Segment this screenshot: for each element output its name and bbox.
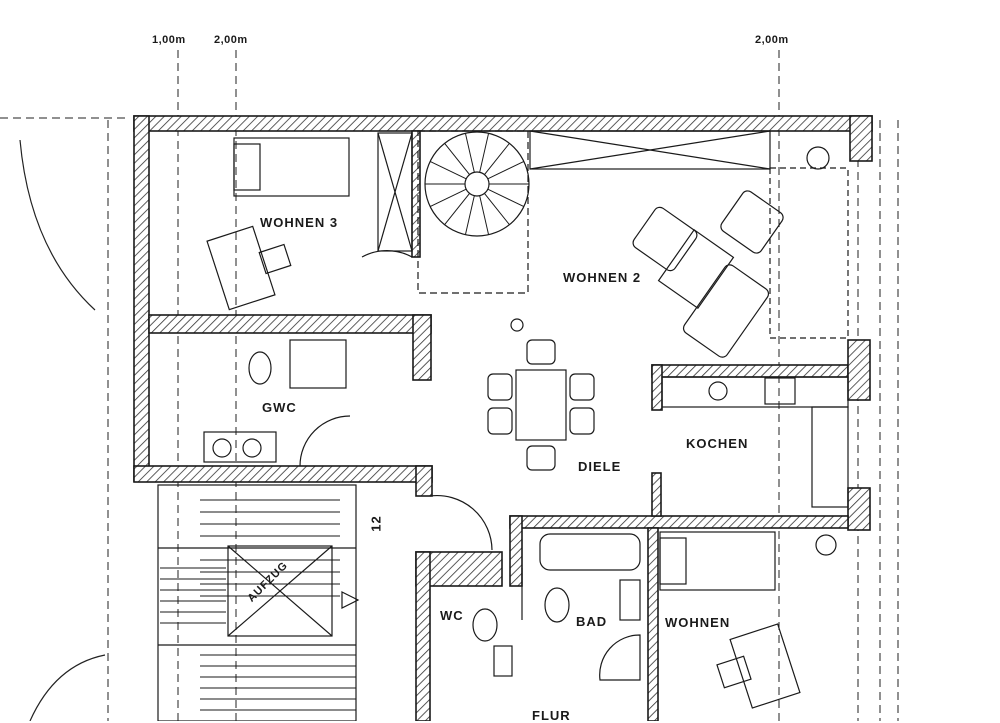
spiral-tread	[444, 143, 470, 175]
room-label-bad: BAD	[576, 614, 608, 629]
dimension-label-2: 2,00m	[214, 34, 248, 46]
dimension-guides	[0, 50, 899, 721]
spiral-tread	[444, 193, 470, 225]
interior-lines	[157, 130, 849, 721]
walls	[133, 115, 873, 721]
spiral-tread	[484, 193, 510, 225]
spiral-tread	[464, 195, 475, 235]
spiral-tread	[479, 133, 490, 173]
room-label-diele: DIELE	[578, 459, 622, 474]
room-label-gwc: GWC	[262, 400, 297, 415]
spiral-tread	[429, 188, 467, 208]
stair-step-count: 12	[368, 515, 384, 532]
room-label-wohnen3: WOHNEN 3	[260, 215, 339, 230]
spiral-tread	[464, 133, 475, 173]
room-label-wohnen2: WOHNEN 2	[563, 270, 642, 285]
dimension-label-3: 2,00m	[755, 34, 789, 46]
spiral-tread	[429, 160, 467, 180]
spiral-treads	[425, 133, 529, 235]
room-label-flur: FLUR	[532, 708, 571, 723]
room-label-kochen: KOCHEN	[686, 436, 749, 451]
spiral-tread	[487, 188, 525, 208]
spiral-tread	[484, 143, 510, 175]
exterior-arcs	[19, 139, 106, 721]
spiral-tread	[479, 195, 490, 235]
dimension-label-1: 1,00m	[152, 34, 186, 46]
spiral-tread	[487, 160, 525, 180]
room-label-wohnen: WOHNEN	[665, 615, 731, 630]
stair-treads	[160, 499, 356, 711]
room-label-wc: WC	[440, 608, 464, 623]
